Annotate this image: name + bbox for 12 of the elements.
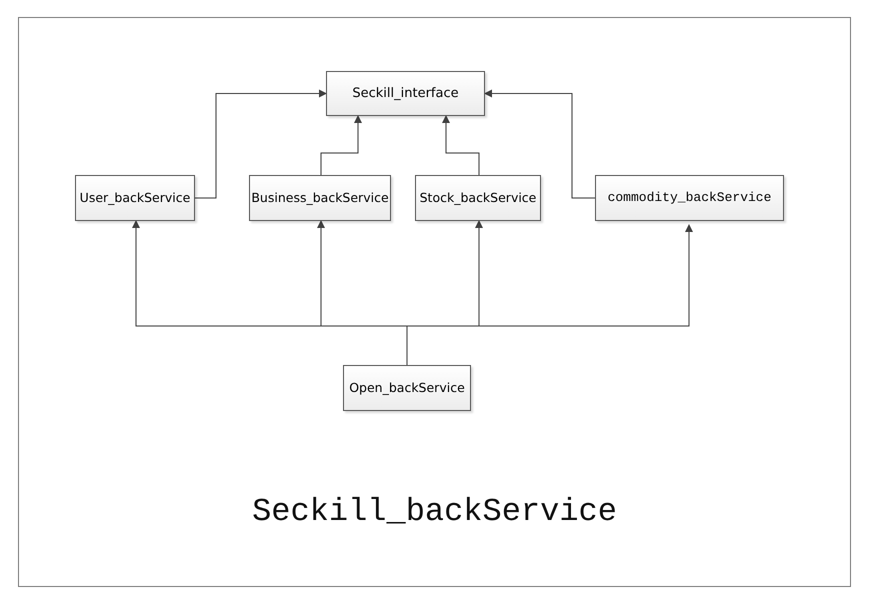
arrow <box>320 115 362 176</box>
service-box: User_backService <box>75 175 195 221</box>
node-label: Seckill_backService <box>252 492 617 532</box>
arrow <box>484 90 596 198</box>
service-box: Seckill_interface <box>326 71 485 116</box>
service-box: Open_backService <box>343 365 471 411</box>
arrow <box>194 90 327 198</box>
frame-box <box>18 17 851 587</box>
service-box: Stock_backService <box>415 175 541 221</box>
arrow <box>442 115 480 176</box>
service-box: commodity_backService <box>595 175 784 221</box>
service-box: Business_backService <box>249 175 391 221</box>
